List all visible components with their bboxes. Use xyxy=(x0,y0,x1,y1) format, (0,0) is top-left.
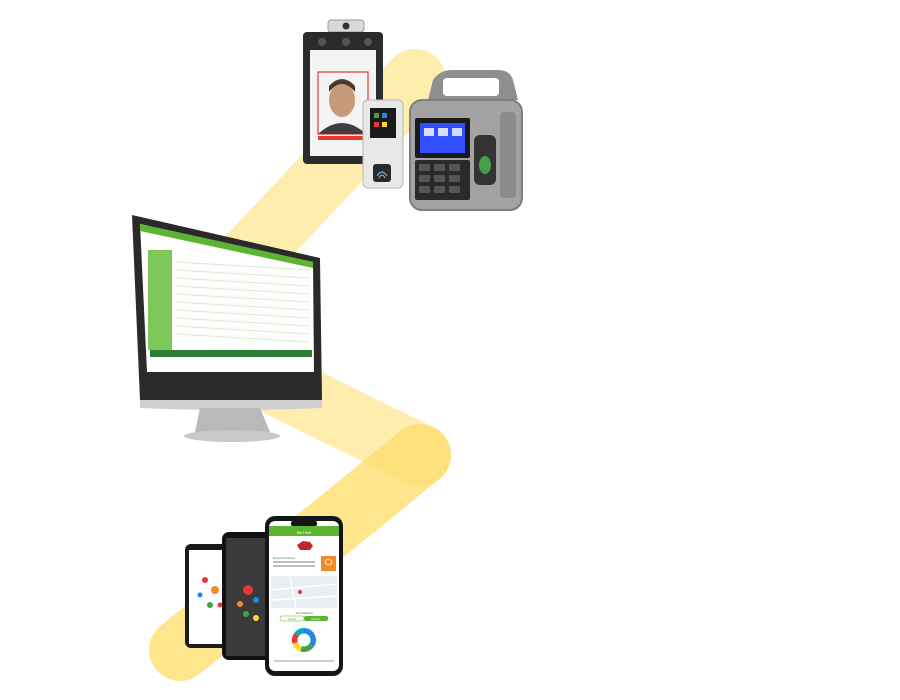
phone-front: BizTime Recent Punches Job Statistics We… xyxy=(265,516,343,676)
map xyxy=(271,576,337,608)
portable-time-clock xyxy=(409,70,523,211)
fingerprint-icon xyxy=(376,171,388,179)
tab-monthly[interactable]: Monthly xyxy=(311,617,321,621)
donut-slice-0 xyxy=(304,628,316,648)
fingerprint-reader xyxy=(362,99,404,189)
phone-middle xyxy=(222,532,274,660)
donut-slice-2 xyxy=(292,642,302,652)
donut-slice-1 xyxy=(300,643,314,652)
phone-left xyxy=(185,544,231,648)
tab-weekly[interactable]: Weekly xyxy=(288,617,297,621)
donut-slice-3 xyxy=(292,632,299,644)
donut-slice-4 xyxy=(294,628,304,637)
map-pin-icon xyxy=(325,558,332,566)
app-title: BizTime xyxy=(297,530,312,535)
desktop-monitor xyxy=(132,215,322,442)
recent-punches-label: Recent Punches xyxy=(273,556,296,560)
bear-icon xyxy=(297,541,313,550)
job-statistics-label: Job Statistics xyxy=(295,611,313,615)
job-statistics-donut xyxy=(292,628,316,652)
